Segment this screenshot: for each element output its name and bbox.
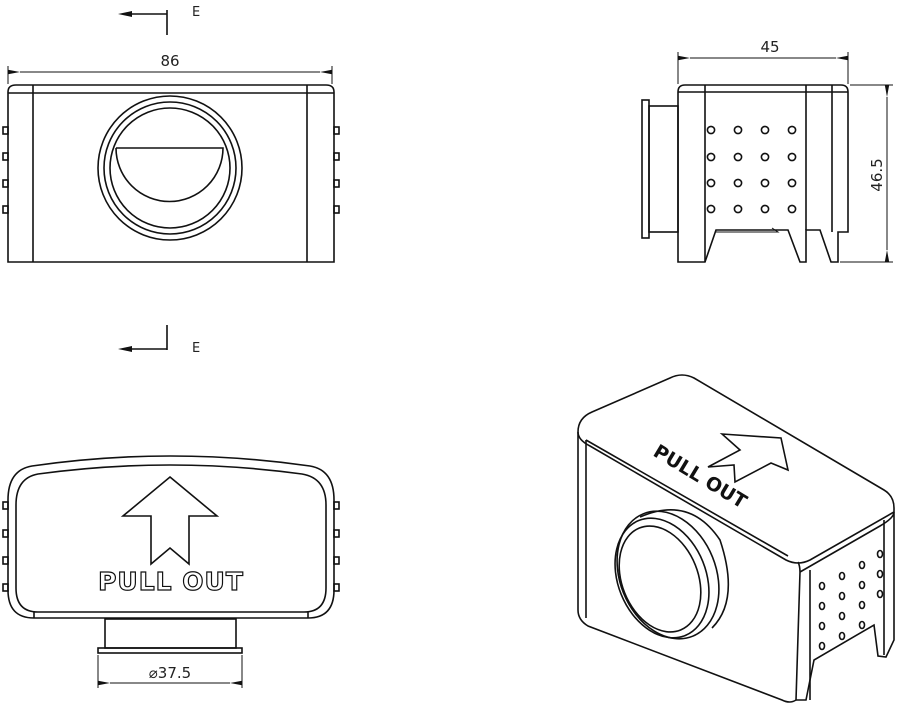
- dimension-width: 86: [160, 52, 179, 70]
- side-view: 45 46.5: [641, 38, 893, 263]
- pull-out-label: PULL OUT: [98, 567, 244, 596]
- front-view: 86: [2, 52, 340, 263]
- arrow-up-icon: [120, 475, 220, 566]
- dimension-diameter: ⌀37.5: [149, 664, 191, 682]
- dimension-height: 46.5: [868, 158, 886, 191]
- section-marker-top: E: [118, 5, 200, 35]
- section-label: E: [192, 5, 200, 20]
- dimension-depth: 45: [760, 38, 779, 56]
- section-marker-bottom: E: [118, 325, 200, 356]
- arrow-icon: [707, 433, 790, 484]
- isometric-view: PULL OUT: [577, 374, 895, 703]
- top-view: PULL OUT ⌀37.5: [2, 455, 340, 688]
- section-label: E: [192, 341, 200, 356]
